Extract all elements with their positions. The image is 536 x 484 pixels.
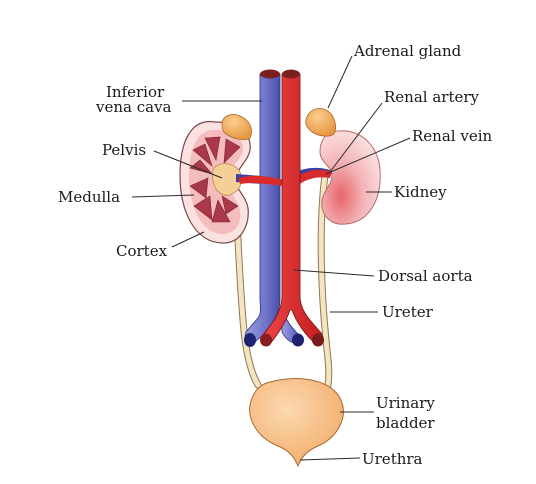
leader-renal-artery xyxy=(329,102,383,173)
leader-cortex xyxy=(171,231,205,248)
right-adrenal-gland xyxy=(305,108,336,137)
leader-renal-vein xyxy=(325,137,411,175)
leader-dorsal-aorta xyxy=(293,269,375,277)
right-renal-artery xyxy=(298,169,332,184)
label-kidney: Kidney xyxy=(394,183,447,201)
leader-medulla xyxy=(131,194,195,198)
leader-adrenal-gland xyxy=(327,55,353,109)
left-adrenal-gland xyxy=(221,114,252,141)
label-ureter: Ureter xyxy=(382,303,434,321)
left-kidney-section xyxy=(179,120,251,244)
right-kidney xyxy=(319,130,381,225)
medulla-pyramids xyxy=(189,136,241,223)
dorsal-aorta xyxy=(260,69,324,347)
label-urinary-bladder-line2: bladder xyxy=(376,414,435,432)
leader-urethra xyxy=(299,457,361,461)
labels: Inferior vena cava Pelvis Medulla Cortex… xyxy=(58,42,492,468)
right-ureter xyxy=(317,171,333,389)
label-cortex: Cortex xyxy=(116,242,168,260)
label-renal-vein: Renal vein xyxy=(412,127,492,145)
urinary-bladder xyxy=(249,378,344,468)
label-inferior-vena-cava-line2: vena cava xyxy=(95,98,172,116)
label-medulla: Medulla xyxy=(58,188,120,206)
label-renal-artery: Renal artery xyxy=(384,88,480,106)
renal-pelvis xyxy=(212,163,242,196)
leader-pelvis xyxy=(153,150,223,179)
label-dorsal-aorta: Dorsal aorta xyxy=(378,267,473,285)
leader-lines xyxy=(131,55,411,461)
label-adrenal-gland: Adrenal gland xyxy=(353,42,462,60)
label-pelvis: Pelvis xyxy=(102,141,146,159)
label-urinary-bladder-line1: Urinary xyxy=(376,394,435,412)
label-inferior-vena-cava-line1: Inferior xyxy=(106,83,165,101)
left-renal-artery xyxy=(238,175,284,186)
label-urethra: Urethra xyxy=(362,450,423,468)
